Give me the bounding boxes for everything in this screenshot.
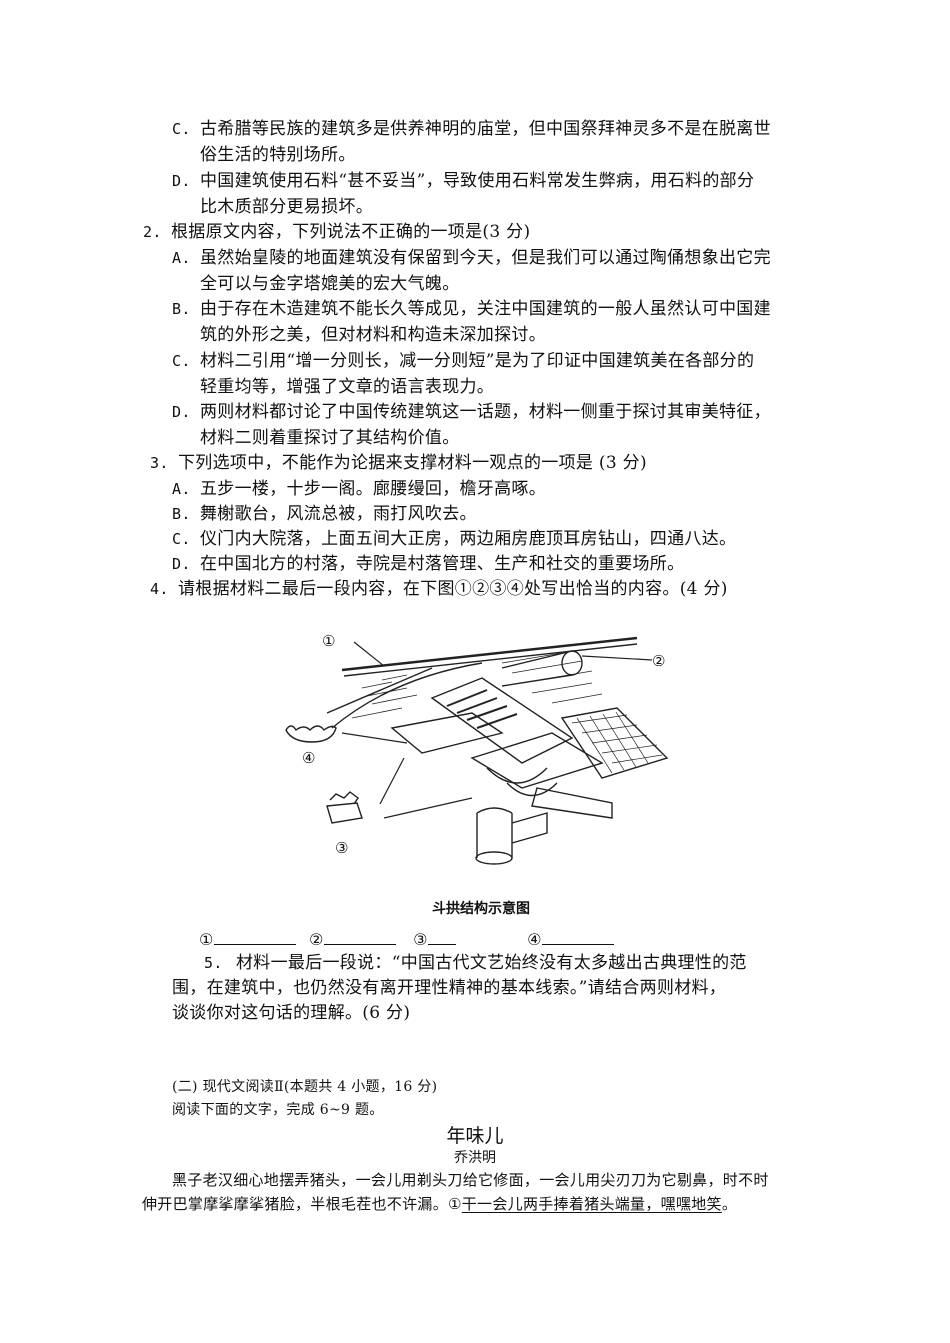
dougong-illustration: ① ② ④ ③ (285, 632, 669, 865)
option-label: C. (172, 530, 191, 548)
q4-stem: 4. 请根据材料二最后一段内容，在下图①②③④处写出恰当的内容。(4 分) (150, 578, 728, 600)
option-label: B. (172, 300, 191, 318)
q2-option-a: A. 虽然始皇陵的地面建筑没有保留到今天，但是我们可以通过陶俑想象出它完 (172, 247, 771, 269)
blank-label-1: ① (199, 930, 214, 949)
option-label: D. (172, 555, 191, 573)
marker-3: ③ (335, 839, 348, 857)
option-text: 中国建筑使用石料“甚不妥当”，导致使用石料常发生弊病，用石料的部分 (200, 171, 755, 191)
marker-4: ④ (302, 749, 315, 767)
q1-option-d: D. 中国建筑使用石料“甚不妥当”，导致使用石料常发生弊病，用石料的部分 (172, 170, 754, 192)
q4-answer-blanks: ① ② ③ ④ (199, 928, 614, 951)
article-author: 乔洪明 (454, 1150, 496, 1166)
q1-option-c: C. 古希腊等民族的建筑多是供养神明的庙堂，但中国祭拜神灵多不是在脱离世 (172, 118, 771, 140)
q5-line-3: 谈谈你对这句话的理解。(6 分) (172, 1003, 411, 1023)
dougong-diagram: ① ② ④ ③ 斗拱结构示意图 (272, 618, 690, 918)
question-text: 下列选项中，不能作为论据来支撑材料一观点的一项是 (3 分) (178, 453, 647, 473)
q2-option-b: B. 由于存在木造建筑不能长久等成见，关注中国建筑的一般人虽然认可中国建 (172, 298, 771, 320)
q2-stem: 2. 根据原文内容，下列说法不正确的一项是(3 分) (143, 221, 530, 243)
q2-option-d-cont: 材料二则着重探讨了其结构价值。 (200, 428, 460, 448)
q1-option-d-cont: 比木质部分更易损坏。 (200, 197, 373, 217)
question-number: 5. (204, 954, 223, 972)
option-label: B. (172, 505, 191, 523)
section-heading: (二) 现代文阅读Ⅱ(本题共 4 小题，16 分) (172, 1079, 438, 1095)
question-number: 3. (150, 454, 169, 472)
paragraph-1-line-2: 伸开巴掌摩挲摩挲猪脸，半根毛茬也不许漏。①干一会儿两手捧着猪头端量，嘿嘿地笑。 (142, 1193, 737, 1215)
underlined-sentence-1: 干一会儿两手捧着猪头端量，嘿嘿地笑 (461, 1195, 722, 1213)
option-label: C. (172, 352, 191, 370)
option-text: 由于存在木造建筑不能长久等成见，关注中国建筑的一般人虽然认可中国建 (200, 299, 771, 319)
option-label: C. (172, 120, 191, 138)
q5-line-1: 5. 材料一最后一段说：“中国古代文艺始终没有太多越出古典理性的范 (204, 952, 747, 974)
answer-blank-1[interactable] (213, 928, 296, 945)
question-text: 请根据材料二最后一段内容，在下图①②③④处写出恰当的内容。(4 分) (178, 579, 728, 599)
question-text: 材料一最后一段说：“中国古代文艺始终没有太多越出古典理性的范 (236, 953, 747, 973)
section-instruction: 阅读下面的文字，完成 6~9 题。 (172, 1102, 384, 1118)
sentence-end: 。 (721, 1195, 738, 1213)
marker-1: ① (322, 632, 335, 650)
q2-option-c-cont: 轻重均等，增强了文章的语言表现力。 (200, 377, 495, 397)
option-label: A. (172, 249, 191, 267)
answer-blank-4[interactable] (541, 928, 614, 945)
option-text: 舞榭歌台，风流总被，雨打风吹去。 (200, 504, 477, 524)
q2-option-c: C. 材料二引用“增一分则长，减一分则短”是为了印证中国建筑美在各部分的 (172, 350, 754, 372)
q1-option-c-cont: 俗生活的特别场所。 (200, 145, 356, 165)
marker-2: ② (652, 652, 665, 670)
option-text: 古希腊等民族的建筑多是供养神明的庙堂，但中国祭拜神灵多不是在脱离世 (200, 119, 771, 139)
question-text: 根据原文内容，下列说法不正确的一项是(3 分) (171, 222, 531, 242)
option-text: 仪门内大院落，上面五间大正房，两边厢房鹿顶耳房钻山，四通八达。 (200, 529, 737, 549)
question-number: 4. (150, 580, 169, 598)
option-label: D. (172, 403, 191, 421)
option-text: 在中国北方的村落，寺院是村落管理、生产和社交的重要场所。 (200, 554, 685, 574)
paragraph-1-line-1: 黑子老汉细心地摆弄猪头，一会儿用剃头刀给它修面，一会儿用尖刃刀为它剔鼻，时不时 (172, 1171, 769, 1189)
blank-label-2: ② (309, 930, 324, 949)
answer-blank-3[interactable] (427, 928, 456, 945)
q3-option-d: D. 在中国北方的村落，寺院是村落管理、生产和社交的重要场所。 (172, 553, 684, 575)
q3-stem: 3. 下列选项中，不能作为论据来支撑材料一观点的一项是 (3 分) (150, 452, 647, 474)
option-label: D. (172, 172, 191, 190)
option-text: 虽然始皇陵的地面建筑没有保留到今天，但是我们可以通过陶俑想象出它完 (200, 248, 771, 268)
option-label: A. (172, 480, 191, 498)
answer-blank-2[interactable] (323, 928, 396, 945)
option-text: 两则材料都讨论了中国传统建筑这一话题，材料一侧重于探讨其审美特征， (200, 402, 771, 422)
q2-option-a-cont: 全可以与金字塔媲美的宏大气魄。 (200, 274, 460, 294)
blank-label-4: ④ (527, 930, 542, 949)
paragraph-text: 伸开巴掌摩挲摩挲猪脸，半根毛茬也不许漏。① (142, 1195, 462, 1213)
q5-line-2: 围，在建筑中，也仍然没有离开理性精神的基本线索。”请结合两则材料， (172, 978, 727, 998)
blank-label-3: ③ (413, 930, 428, 949)
option-text: 五步一楼，十步一阁。廊腰缦回，檐牙高啄。 (200, 479, 546, 499)
option-text: 材料二引用“增一分则长，减一分则短”是为了印证中国建筑美在各部分的 (200, 351, 755, 371)
q3-option-b: B. 舞榭歌台，风流总被，雨打风吹去。 (172, 503, 477, 525)
q2-option-d: D. 两则材料都讨论了中国传统建筑这一话题，材料一侧重于探讨其审美特征， (172, 401, 771, 423)
q3-option-c: C. 仪门内大院落，上面五间大正房，两边厢房鹿顶耳房钻山，四通八达。 (172, 528, 736, 550)
figure-caption: 斗拱结构示意图 (432, 901, 530, 917)
q3-option-a: A. 五步一楼，十步一阁。廊腰缦回，檐牙高啄。 (172, 478, 546, 500)
q2-option-b-cont: 筑的外形之美，但对材料和构造未深加探讨。 (200, 325, 546, 345)
question-number: 2. (143, 223, 162, 241)
article-title: 年味儿 (446, 1125, 504, 1147)
